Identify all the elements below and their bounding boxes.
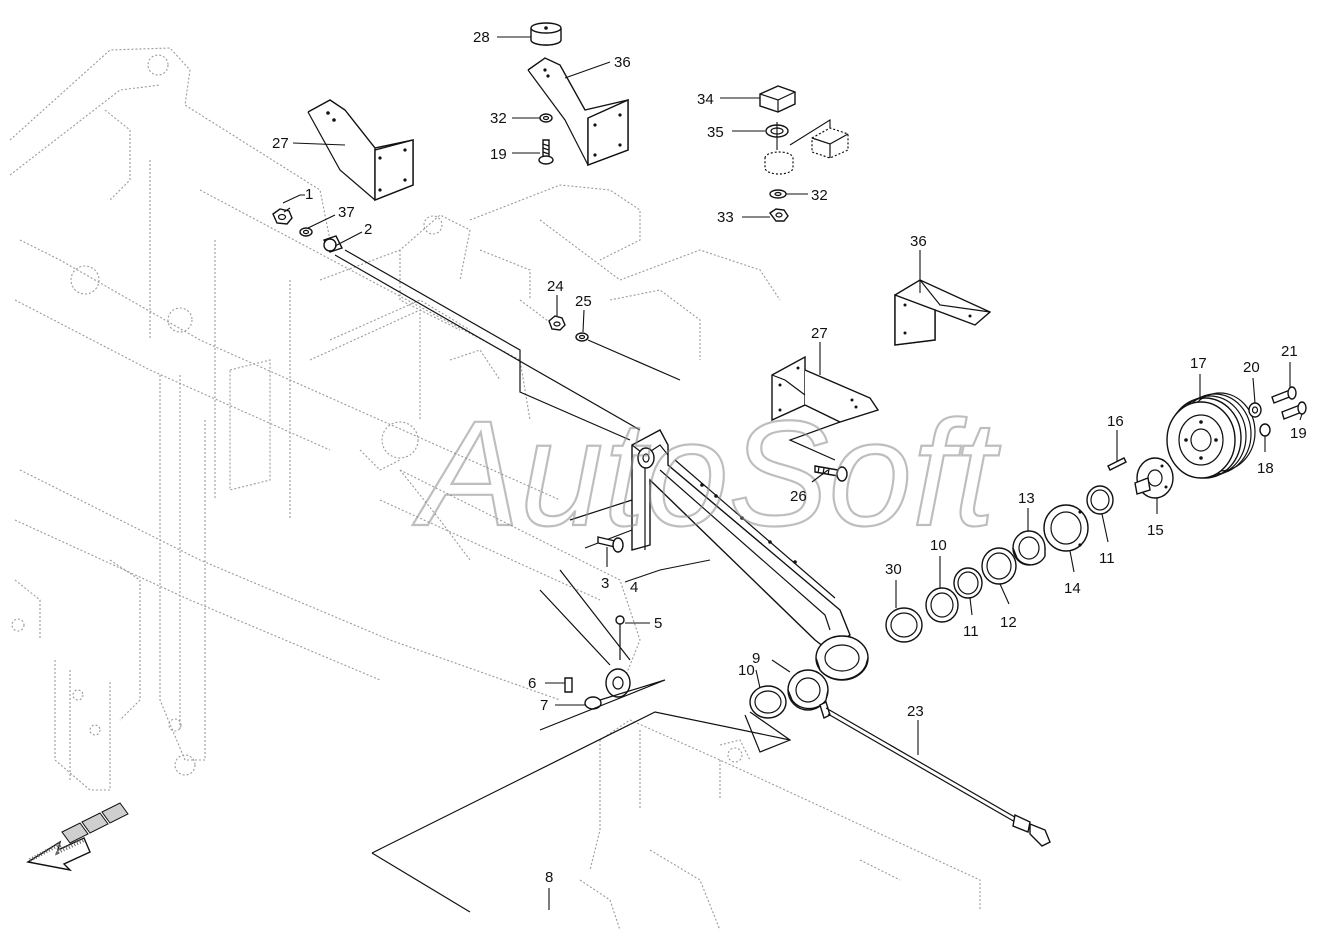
header-body-frame [579, 719, 981, 931]
callout-11-right: 11 [1099, 550, 1115, 567]
hub-15 [1134, 457, 1174, 499]
callout-27-lower: 27 [811, 325, 828, 342]
washer-20 [1248, 402, 1262, 418]
callout-27-upper: 27 [272, 135, 289, 152]
callout-28: 28 [473, 29, 490, 46]
bracket-36-right [894, 279, 992, 346]
callout-5: 5 [654, 615, 662, 632]
callout-36-right: 36 [910, 233, 927, 250]
callout-15: 15 [1147, 522, 1164, 539]
seal-30 [885, 607, 923, 643]
callout-7: 7 [540, 697, 548, 714]
washer-25 [575, 332, 681, 381]
nut-1 [272, 208, 293, 225]
callout-34: 34 [697, 91, 714, 108]
cross-tube [334, 249, 641, 441]
callout-14: 14 [1064, 580, 1081, 597]
nut-33 [768, 208, 789, 222]
callout-19-right: 19 [1290, 425, 1307, 442]
callout-32-right: 32 [811, 187, 828, 204]
callout-12: 12 [1000, 614, 1017, 631]
callout-18: 18 [1257, 460, 1274, 477]
callouts: 28 36 32 19 27 1 37 2 34 35 32 33 36 24 … [272, 29, 1307, 886]
callout-33: 33 [717, 209, 734, 226]
callout-24: 24 [547, 278, 564, 295]
washer-32-right [769, 189, 787, 199]
bolt-3 [597, 536, 624, 553]
callout-37: 37 [338, 204, 355, 221]
bearing-13 [1012, 530, 1046, 566]
circlip-11-left [953, 567, 983, 599]
leader-lines [282, 36, 1303, 910]
bushing-9 [787, 669, 829, 711]
callout-10-upper: 10 [930, 537, 947, 554]
callout-1: 1 [305, 186, 313, 203]
callout-9: 9 [752, 650, 760, 667]
ring-12 [981, 547, 1017, 585]
callout-30: 30 [885, 561, 902, 578]
header-8-outline [371, 711, 791, 913]
nut-24 [548, 315, 566, 331]
bracket-27-upper [307, 99, 414, 202]
pin-6 [564, 677, 573, 693]
callout-10-lower: 10 [738, 662, 755, 679]
ring-10-lower [744, 685, 792, 753]
callout-3: 3 [601, 575, 609, 592]
circlip-11-right [1086, 485, 1114, 515]
callout-13: 13 [1018, 490, 1035, 507]
bushing-2 [323, 235, 343, 253]
ring-10-upper [925, 587, 959, 623]
callout-36-upper: 36 [614, 54, 631, 71]
callout-23: 23 [907, 703, 924, 720]
callout-25: 25 [575, 293, 592, 310]
callout-19-upper: 19 [490, 146, 507, 163]
callout-6: 6 [528, 675, 536, 692]
callout-32-upper: 32 [490, 110, 507, 127]
pulley-17 [1166, 392, 1256, 479]
bracket-27-lower [771, 355, 880, 461]
housing-14 [1043, 504, 1089, 552]
callout-16: 16 [1107, 413, 1124, 430]
callout-11-left: 11 [963, 623, 979, 640]
fitting-5 [615, 615, 625, 660]
washer-37 [299, 227, 313, 237]
washer-18 [1259, 423, 1271, 437]
callout-21: 21 [1281, 343, 1298, 360]
bolt-21 [1271, 386, 1297, 404]
bolt-19-upper [538, 139, 554, 165]
machine-frame [9, 47, 781, 791]
rubber-block [764, 119, 849, 175]
callout-26: 26 [790, 488, 807, 505]
callout-20: 20 [1243, 359, 1260, 376]
bracket-36-upper [527, 57, 629, 167]
arm-end-eye [539, 569, 666, 731]
callout-4: 4 [630, 579, 638, 596]
callout-35: 35 [707, 124, 724, 141]
pad-28 [530, 22, 562, 46]
bolt-19-right [1281, 401, 1307, 420]
watermark: AutoSoft [412, 389, 1001, 557]
direction-arrow-icon [26, 802, 129, 872]
pad-34 [759, 85, 796, 113]
hose-23 [819, 701, 1051, 847]
callout-8: 8 [545, 869, 553, 886]
key-16 [1107, 457, 1127, 471]
callout-17: 17 [1190, 355, 1207, 372]
washer-32-upper [539, 113, 553, 123]
arm-hub [815, 635, 869, 681]
callout-2: 2 [364, 221, 372, 238]
